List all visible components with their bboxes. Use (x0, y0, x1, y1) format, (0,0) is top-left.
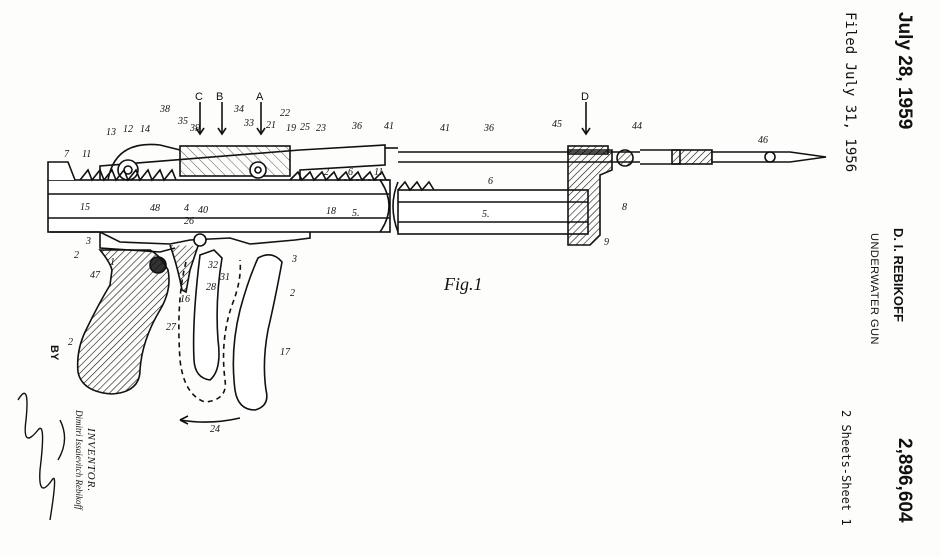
ref-label: 34 (233, 104, 244, 115)
ref-label: 11 (374, 167, 383, 178)
ref-label: 40 (198, 205, 208, 216)
ref-label: 4 (184, 203, 189, 214)
ref-label: 1 (110, 257, 115, 268)
ref-label: 15 (80, 202, 90, 213)
ref-label: 7 (64, 149, 70, 160)
ref-label: 14 (140, 124, 150, 135)
signature-scribble (17, 392, 66, 521)
ref-label: 46 (758, 135, 768, 146)
ref-label: 39 (189, 123, 200, 134)
ref-label: 35 (177, 116, 188, 127)
ref-label: 2 (290, 288, 295, 299)
reference-labels: 7 11 13 12 14 38 35 39 34 33 21 22 19 25… (64, 104, 768, 435)
ref-label: 2 (324, 167, 329, 178)
ref-label: 5. (352, 208, 360, 219)
ref-label: 32 (207, 260, 218, 271)
ref-label: 25 (300, 122, 310, 133)
ref-label: 33 (243, 118, 254, 129)
section-letter-c: C (195, 91, 203, 103)
ref-label: 19 (286, 123, 296, 134)
ref-label: 41 (440, 123, 450, 134)
ref-label: 22 (280, 108, 290, 119)
ref-label: 18 (326, 206, 336, 217)
section-letter-b: B (216, 91, 223, 103)
ref-label: 21 (266, 120, 276, 131)
ref-label: 36 (483, 123, 494, 134)
ref-label: 47 (90, 270, 101, 281)
ref-label: 12 (123, 124, 133, 135)
ref-label: 38 (159, 104, 170, 115)
inventor-label: INVENTOR. (85, 428, 97, 493)
ref-label: 26 (184, 216, 194, 227)
ref-label: 2 (74, 250, 79, 261)
ref-label: 24 (210, 424, 220, 435)
ref-label: 13 (106, 127, 116, 138)
ref-label: 31 (219, 272, 230, 283)
ref-label: 3 (291, 254, 297, 265)
ref-label: 45 (552, 119, 562, 130)
section-letter-d: D (581, 91, 589, 103)
ref-label: 11 (82, 149, 91, 160)
ref-label: 28 (206, 282, 216, 293)
gun-body (47, 102, 827, 425)
ref-label: 6 (488, 176, 493, 187)
ref-label: 36 (351, 121, 362, 132)
ref-label: 9 (604, 237, 609, 248)
ref-label: 6 (348, 167, 353, 178)
ref-label: 27 (166, 322, 177, 333)
ref-label: 3 (85, 236, 91, 247)
ref-label: 16 (180, 294, 190, 305)
ref-label: 44 (632, 121, 642, 132)
ref-label: 48 (150, 203, 160, 214)
figure-caption: Fig.1 (443, 274, 483, 294)
ref-label: 41 (384, 121, 394, 132)
ref-label: 23 (316, 123, 326, 134)
ref-label: 8 (622, 202, 627, 213)
ref-label: 2 (68, 337, 73, 348)
section-letter-a: A (256, 91, 264, 103)
ref-label: 5. (482, 209, 490, 220)
inventor-full-name: Dimitri Issaievitch Rebikoff (74, 410, 84, 510)
by-label: BY (48, 345, 60, 361)
ref-label: 17 (280, 347, 291, 358)
